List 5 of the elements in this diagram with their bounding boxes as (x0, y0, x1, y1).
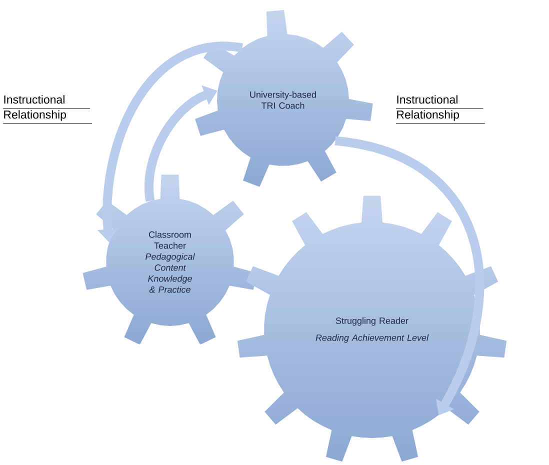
gear: Struggling Reader Reading Achievement Level (316, 317, 429, 343)
gear: University-based TRI Coach (250, 91, 316, 109)
gear: Classroom Teacher Pedagogical Content Knowledge & Practice (146, 231, 195, 293)
underlined-label: Instructional Relationship (2, 95, 92, 124)
underlined-label: Instructional Relationship (396, 95, 486, 124)
